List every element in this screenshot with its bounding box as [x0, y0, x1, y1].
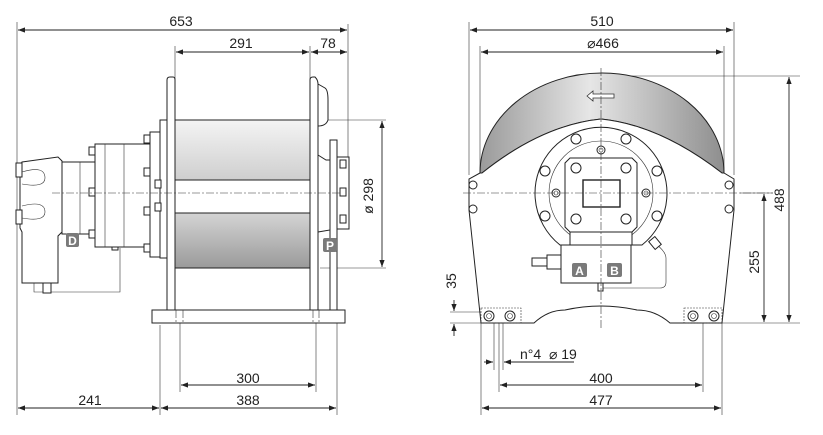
drum-shaft [166, 179, 333, 214]
dim-right-offset: 78 [320, 35, 336, 51]
dim-overall-width: 510 [590, 13, 614, 29]
dim-overall-length: 653 [169, 13, 193, 29]
pressure-port-badge: P [323, 238, 337, 253]
rotation-arrow-icon [586, 90, 615, 102]
dim-base-width: 477 [589, 392, 613, 408]
end-plate [329, 139, 338, 321]
port-a-badge: A [572, 263, 587, 278]
dim-hole-spacing: 400 [589, 370, 613, 386]
port-b-badge: B [607, 263, 622, 278]
drain-port-label: D [68, 234, 77, 248]
pressure-port-label: P [326, 239, 334, 253]
dim-foot-height: 35 [443, 273, 459, 289]
mounting-feet [480, 307, 723, 324]
dim-axis-height: 255 [746, 250, 762, 274]
right-flange [309, 76, 319, 311]
dim-frame-width: 388 [236, 392, 260, 408]
drain-port-badge: D [66, 233, 79, 248]
gearbox [88, 119, 168, 259]
side-view: D P 653 291 78 ø 298 300 241 388 [15, 13, 386, 415]
dim-flange-diameter: ⌀466 [587, 35, 619, 51]
gearbox-flange [534, 126, 668, 246]
dim-foot-spacing: 300 [236, 370, 260, 386]
dim-motor-overhang: 241 [78, 392, 102, 408]
port-b-label: B [610, 264, 619, 278]
dim-drum-diameter: ø 298 [360, 178, 376, 214]
front-view: A B 510 ⌀466 488 255 35 n°4 ⌀ 19 400 477 [443, 13, 800, 415]
hydraulic-motor [15, 156, 121, 294]
dim-mounting-holes: n°4 ⌀ 19 [520, 346, 577, 362]
dim-overall-height: 488 [771, 188, 787, 212]
port-a-label: A [575, 264, 584, 278]
dim-drum-length: 291 [229, 35, 253, 51]
base-frame [151, 309, 346, 324]
left-flange [166, 76, 176, 311]
